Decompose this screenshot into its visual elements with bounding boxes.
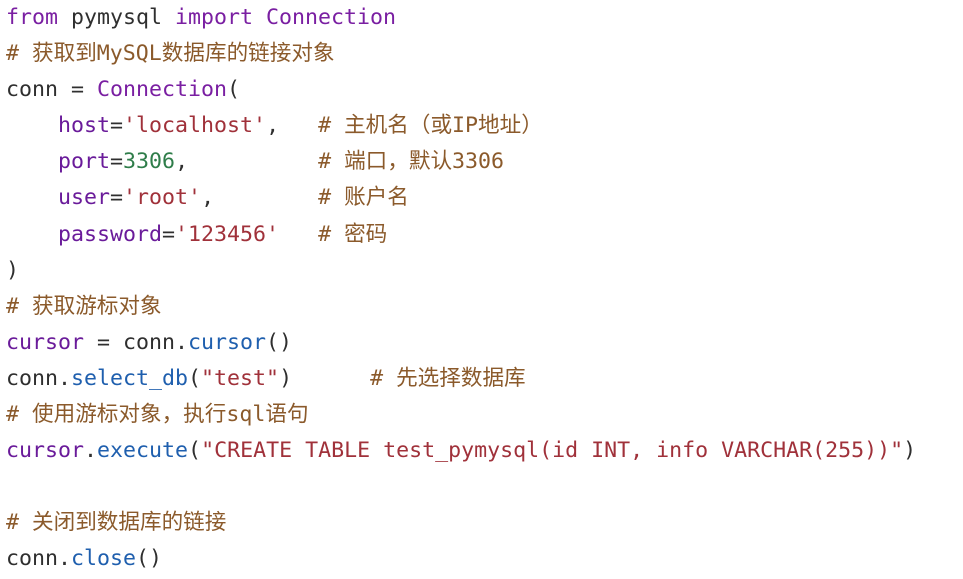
code-line: port=3306, # 端口，默认3306 — [6, 144, 961, 180]
code-token: = — [110, 113, 124, 139]
code-token: # 关闭到数据库的链接 — [6, 510, 227, 536]
code-token: () — [136, 546, 163, 572]
code-token: import — [175, 5, 254, 30]
code-block: from pymysql import Connection # 获取到MySQL… — [6, 0, 961, 578]
code-token: cursor — [188, 329, 267, 355]
code-token: cursor — [6, 329, 85, 355]
code-token: password — [58, 221, 163, 247]
code-token: ( — [188, 438, 202, 464]
code-token: ) — [279, 365, 371, 391]
code-line: conn = Connection( — [6, 72, 961, 108]
code-line: # 使用游标对象，执行sql语句 — [6, 397, 961, 433]
code-token — [6, 149, 58, 174]
code-token: conn. — [6, 365, 72, 391]
code-token: . — [84, 438, 98, 464]
code-token: from — [6, 5, 59, 30]
code-token — [6, 222, 58, 247]
code-token: conn = — [6, 77, 98, 103]
code-token: # 先选择数据库 — [370, 365, 526, 391]
code-token: , — [201, 185, 319, 211]
code-token: ) — [903, 438, 917, 464]
code-token: '123456' — [175, 221, 280, 247]
code-token: user — [58, 185, 111, 211]
code-token: # 密码 — [318, 221, 388, 247]
code-token: host — [58, 113, 111, 139]
code-token: "CREATE TABLE test_pymysql(id INT, info … — [201, 438, 904, 464]
code-line: # 关闭到数据库的链接 — [6, 505, 961, 541]
code-line: host='localhost', # 主机名（或IP地址） — [6, 108, 961, 144]
code-line: # 获取游标对象 — [6, 289, 961, 325]
code-token: select_db — [71, 365, 189, 391]
code-token: "test" — [201, 365, 280, 391]
code-token: = — [162, 221, 176, 247]
code-token: # 获取到MySQL数据库的链接对象 — [6, 41, 335, 67]
code-token: Connection — [97, 77, 228, 103]
code-token — [6, 113, 58, 138]
code-line: conn.select_db("test") # 先选择数据库 — [6, 361, 961, 397]
code-token: # 使用游标对象，执行sql语句 — [6, 402, 309, 428]
code-token: execute — [97, 438, 189, 464]
code-token: pymysql — [58, 5, 176, 30]
code-token: = — [110, 185, 124, 211]
code-token: # 端口，默认3306 — [318, 149, 505, 175]
code-line: cursor.execute("CREATE TABLE test_pymysq… — [6, 433, 961, 469]
code-token: ( — [227, 77, 241, 103]
code-token: port — [58, 149, 111, 175]
code-line: ) — [6, 253, 961, 289]
code-token: = — [110, 149, 124, 175]
code-token: 'root' — [123, 185, 202, 211]
code-token: ) — [6, 257, 20, 283]
code-line: conn.close() — [6, 541, 961, 577]
code-token: # 主机名（或IP地址） — [318, 113, 543, 139]
code-token: , — [266, 113, 319, 139]
code-token — [6, 185, 58, 210]
code-token: ( — [188, 365, 202, 391]
code-token: 'localhost' — [123, 113, 267, 139]
code-line: # 获取到MySQL数据库的链接对象 — [6, 36, 961, 72]
code-line: from pymysql import Connection — [6, 0, 961, 36]
code-token: close — [71, 546, 137, 572]
code-token: # 账户名 — [318, 185, 409, 211]
code-token: () — [266, 329, 293, 355]
code-line — [6, 469, 961, 505]
code-token: conn. — [6, 546, 72, 572]
code-token — [279, 222, 318, 247]
code-token: , — [175, 149, 319, 175]
code-line: user='root', # 账户名 — [6, 180, 961, 216]
code-token: cursor — [6, 438, 85, 464]
code-line: password='123456' # 密码 — [6, 217, 961, 253]
code-token: Connection — [253, 5, 397, 30]
code-token: = conn. — [84, 329, 189, 355]
code-token: 3306 — [123, 149, 176, 175]
code-line: cursor = conn.cursor() — [6, 325, 961, 361]
code-token: # 获取游标对象 — [6, 293, 162, 319]
